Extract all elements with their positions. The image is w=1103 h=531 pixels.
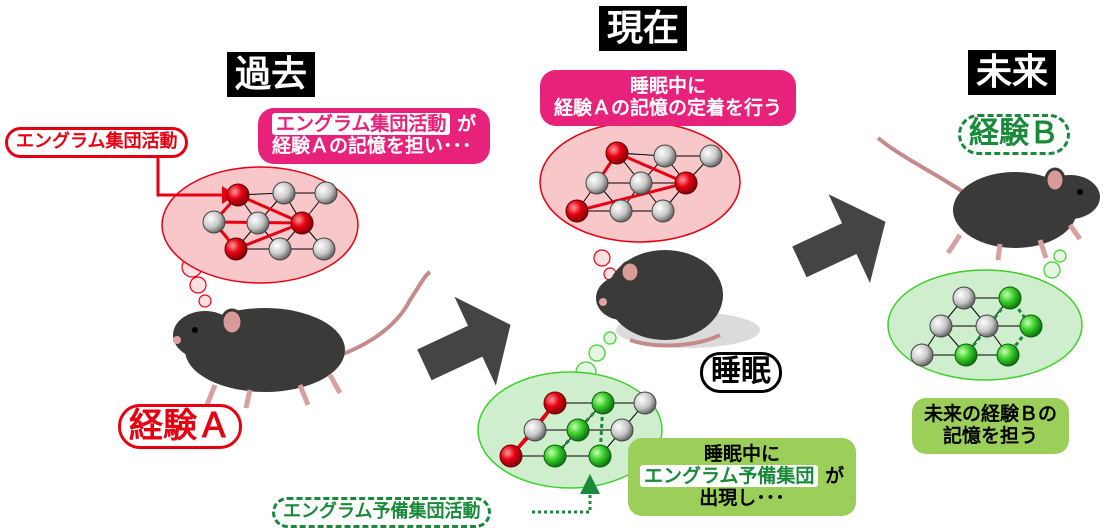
callout-past-line2: 経験Ａの記憶を担い･･･: [272, 134, 472, 157]
callout-future: 未来の経験Ｂの 記憶を担う: [912, 398, 1070, 454]
label-future: 未来: [968, 50, 1057, 96]
neuron-network-present-red: [565, 141, 723, 223]
callout-present-green-line1: 睡眠中に: [704, 443, 781, 465]
callout-past: エングラム集団活動 が 経験Ａの記憶を担い･･･: [258, 108, 491, 164]
mouse-future: [876, 136, 1100, 261]
callout-present-green-suffix: が: [825, 464, 845, 487]
callout-future-line2: 記憶を担う: [943, 424, 1039, 447]
callout-future-line1: 未来の経験Ｂの: [924, 403, 1058, 425]
experience-a-label: 経験Ａ: [118, 404, 242, 450]
callout-present-line2: 経験Ａの記憶の定着を行う: [554, 96, 783, 119]
label-past: 過去: [227, 52, 316, 98]
experience-b-label: 経験Ｂ: [958, 114, 1070, 155]
label-present: 現在: [599, 6, 688, 52]
callout-past-suffix: が: [457, 113, 477, 135]
preparatory-activity-tag: エングラム予備集団活動: [272, 497, 492, 528]
engram-activity-tag: エングラム集団活動: [5, 127, 189, 158]
callout-past-highlight: エングラム集団活動: [272, 113, 451, 135]
callout-present-line1: 睡眠中に: [630, 75, 707, 97]
callout-present: 睡眠中に 経験Ａの記憶の定着を行う: [540, 70, 797, 126]
callout-present-green-line3: 出現し･･･: [699, 486, 785, 509]
neuron-network-past: [202, 181, 338, 261]
tag-arrow-past: [156, 158, 222, 197]
arrow-past-to-present: [417, 296, 511, 386]
mouse-past: [173, 270, 432, 409]
neuron-network-future: [910, 286, 1043, 367]
mouse-sleeping: [596, 250, 760, 348]
callout-present-green: 睡眠中に エングラム予備集団 が 出現し･･･: [628, 438, 857, 516]
callout-present-green-highlight: エングラム予備集団: [640, 464, 819, 487]
tag-arrow-present: [532, 492, 592, 514]
sleep-label: 睡眠: [700, 352, 782, 393]
neuron-network-present-green: [499, 391, 657, 468]
arrow-present-to-future: [792, 194, 886, 284]
